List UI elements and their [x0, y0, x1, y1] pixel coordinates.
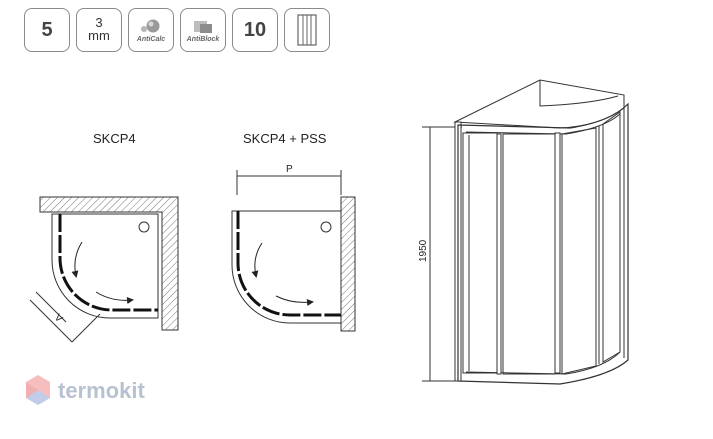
left-arrow-up [71, 241, 83, 278]
middle-enclosure-curve [236, 211, 341, 317]
panel-3 [561, 127, 597, 375]
left-plan-diagram [29, 196, 179, 343]
left-dim-v-line2 [71, 313, 101, 343]
left-diagram-title: SKCP4 [93, 131, 136, 146]
middle-drain-icon [320, 221, 332, 233]
glass-panel-icon [297, 14, 317, 46]
height-dimension-label: 1950 [418, 239, 429, 262]
hexagon-logo-icon [26, 375, 50, 405]
middle-arrow-up [251, 242, 263, 278]
termokit-logo: termokit [24, 373, 145, 409]
left-arrow-right [95, 291, 134, 304]
badge-number-10: 10 [232, 8, 278, 52]
badge-5-value: 5 [41, 19, 53, 41]
badge-anticalc-label: AntiCalc [136, 35, 166, 43]
badge-anticalc: AntiCalc [128, 8, 174, 52]
panel-4 [602, 111, 621, 363]
enclosure-3d-view [422, 79, 629, 385]
left-tray-outline [51, 213, 159, 319]
feature-badges: 5 3 mm AntiCalc AntiBlock 10 [24, 8, 330, 52]
anticalc-icon [141, 19, 160, 32]
badge-thickness-unit: mm [88, 28, 110, 44]
left-enclosure-curve [58, 214, 158, 312]
antiblock-icon [194, 20, 212, 33]
middle-diagram-title: SKCP4 + PSS [243, 131, 327, 146]
left-drain-icon [138, 221, 150, 233]
badge-antiblock-label: AntiBlock [186, 35, 220, 43]
middle-plan-diagram [231, 170, 356, 332]
panel-2 [502, 133, 556, 375]
badge-thickness-value: 3 [95, 15, 103, 31]
badge-10-value: 10 [243, 19, 267, 41]
middle-wall-hatch [340, 196, 356, 332]
badge-glass-thickness: 3 mm [76, 8, 122, 52]
left-dim-v-line1 [29, 299, 73, 343]
middle-arrow-right [275, 295, 314, 306]
logo-text: termokit [58, 378, 145, 403]
dimension-p-label: P [286, 164, 293, 175]
badge-glass-panel [284, 8, 330, 52]
left-wall-hatch [39, 196, 179, 331]
middle-tray-outline [231, 210, 342, 324]
panel-1 [462, 132, 498, 374]
badge-number-5: 5 [24, 8, 70, 52]
badge-antiblock: AntiBlock [180, 8, 226, 52]
